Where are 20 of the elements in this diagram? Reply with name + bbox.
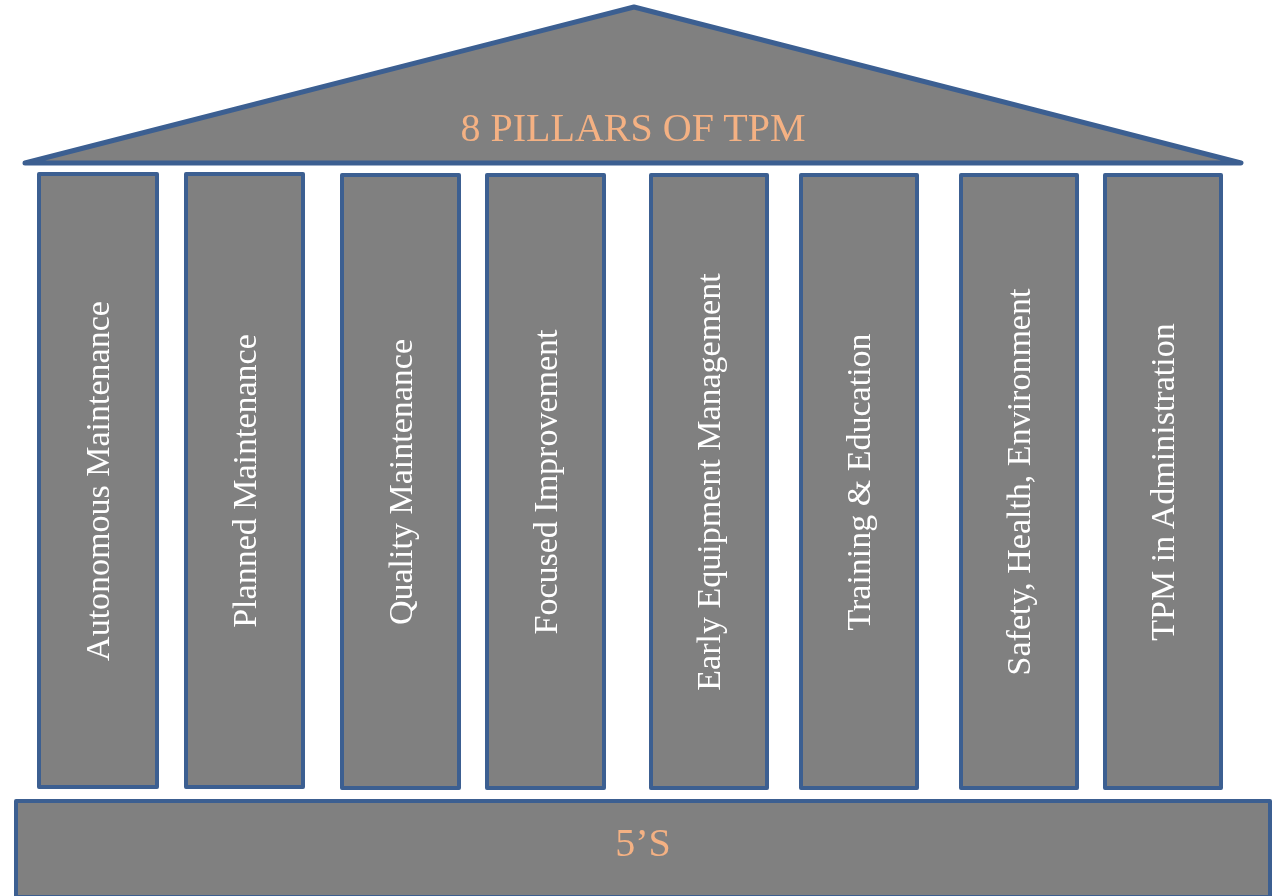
pillar-box	[959, 173, 1079, 790]
foundation-label: 5’S	[615, 819, 671, 866]
pillar-box	[37, 172, 159, 789]
pillar-label: Quality Maintenance	[381, 338, 420, 625]
pillar-box	[649, 173, 769, 790]
pillar-box	[799, 173, 919, 790]
pillar-label: Training & Education	[840, 332, 878, 631]
pillar-box	[184, 172, 305, 789]
pillar-box	[1103, 173, 1223, 790]
foundation-box	[14, 799, 1272, 896]
pillar-box	[340, 173, 461, 790]
pillar-label: Planned Maintenance	[225, 333, 264, 628]
roof-triangle	[22, 4, 1244, 168]
pillar-label: Early Equipment Management	[690, 272, 728, 691]
pillar-label: Focused Improvement	[526, 329, 565, 634]
pillar-box	[485, 173, 606, 790]
pillar-label: Autonomous Maintenance	[79, 300, 117, 661]
pillar-label: Safety, Health, Environment	[1000, 288, 1038, 675]
pillar-label: TPM in Administration	[1144, 322, 1182, 641]
roof-title: 8 PILLARS OF TPM	[460, 104, 806, 151]
